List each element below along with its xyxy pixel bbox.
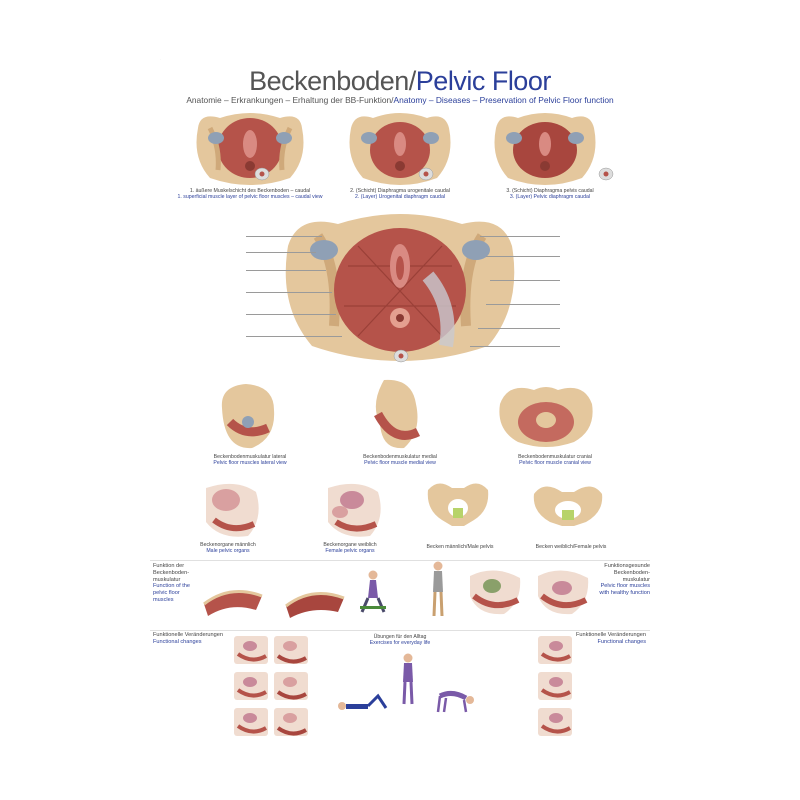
section-divider [150,560,650,561]
exercise-standing-figure [402,653,414,705]
caption-english: Pelvic floor muscle medial view [364,460,436,467]
lateral-view-illustration [221,384,275,449]
orientation-icon [254,167,270,181]
caption-english: 1. superficial muscle layer of pelvic fl… [177,194,323,201]
heading-english: Pelvic floor muscles with healthy functi… [599,583,650,597]
functional-changes-column-1 [234,636,268,736]
leader-line [246,270,326,271]
medial-view-illustration [374,379,421,449]
exercise-lying-figure [338,693,388,710]
organ-caption-3: Becken männlich/Male pelvis [410,544,510,550]
caption-german: 3. (Schicht) Diaphragma pelvis caudal [506,188,594,194]
heading-english: Function of the pelvic floor muscles [153,583,191,603]
top-view-caption-1: 1. äußere Muskelschicht des Beckenboden … [150,188,350,200]
muscle-function-illustration-2 [285,592,345,618]
urogenital-diaphragm-illustration [349,113,451,185]
leader-line [470,346,560,347]
person-sitting-icon [360,570,386,613]
leader-line [486,256,560,257]
caption-german: Beckenbodenmuskulatur lateral [213,454,287,460]
orientation-icon [598,167,614,181]
leader-line [480,236,560,237]
superficial-layer-illustration [196,113,304,185]
female-pelvic-organs-illustration [328,483,381,537]
caption-german: 1. äußere Muskelschicht des Beckenboden … [189,188,311,194]
orientation-icon [393,349,409,363]
caption-german: Beckenorgane weiblich [323,542,377,548]
caption-german: 2. (Schicht) Diaphragma urogenitale caud… [350,188,450,194]
caption-text: Becken männlich/Male pelvis [426,544,494,550]
heading-german: Funktionelle Veränderungen [576,632,646,638]
crop-mark: ˙ [160,58,161,62]
leader-line [246,292,332,293]
caption-english: Male pelvic organs [206,548,250,555]
leader-line [246,314,336,315]
caption-text: Becken weiblich/Female pelvis [535,544,607,550]
pelvic-floor-main-illustration [285,214,515,361]
heading-english: Functional changes [153,638,202,645]
caption-english: 3. (Layer) Pelvic diaphragm caudal [509,194,591,201]
subtitle-german: Anatomie – Erkrankungen – Erhaltung der … [186,95,394,105]
healthy-muscle-illustration-2 [538,570,589,615]
leader-line [486,304,560,305]
poster-title: Beckenboden/Pelvic Floor [0,66,800,97]
section-divider [150,630,650,631]
caption-english: 2. (Layer) Urogenital diaphragm caudal [355,194,445,201]
female-pelvis-illustration [533,486,603,526]
caption-english: Female pelvic organs [325,548,375,555]
organ-caption-4: Becken weiblich/Female pelvis [516,544,626,550]
top-view-caption-2: 2. (Schicht) Diaphragma urogenitale caud… [320,188,480,200]
functional-changes-column-2 [274,636,308,736]
leader-line [246,252,316,253]
caption-english: Pelvic floor muscles lateral view [213,460,287,467]
caption-german: Beckenorgane männlich [200,542,256,548]
heading-german: Funktionelle Veränderungen [153,632,223,638]
heading-english: Exercises for everyday life [369,640,431,647]
caption-german: Beckenbodenmuskulatur medial [363,454,437,460]
male-pelvic-organs-illustration [206,483,259,537]
leader-line [490,280,560,281]
subtitle-english: Anatomy – Diseases – Preservation of Pel… [393,95,614,105]
functional-changes-column-3 [538,636,572,736]
leader-line [478,328,560,329]
caption-german: Beckenbodenmuskulatur cranial [518,454,592,460]
heading-german: Funktion der Beckenboden-muskulatur [153,563,190,583]
title-english: Pelvic Floor [415,66,552,96]
exercise-kneeling-figure [436,690,474,713]
person-standing-icon [432,561,444,617]
pelvic-diaphragm-illustration [494,113,596,185]
heading-german: Funktionsgesunde Beckenboden-muskulatur [604,563,650,583]
heading-english: Functional changes [597,638,646,645]
caption-english: Pelvic floor muscle cranial view [519,460,591,467]
poster-subtitle: Anatomie – Erkrankungen – Erhaltung der … [0,95,800,105]
cranial-view-illustration [499,387,593,447]
muscle-function-illustration-1 [203,590,263,616]
title-german: Beckenboden/ [249,66,416,96]
orientation-icon [418,167,434,181]
healthy-muscle-illustration-1 [470,570,521,615]
heading-german: Übungen für den Alltag [373,634,427,640]
leader-line [246,236,322,237]
leader-line [246,336,342,337]
male-pelvis-illustration [427,483,489,526]
